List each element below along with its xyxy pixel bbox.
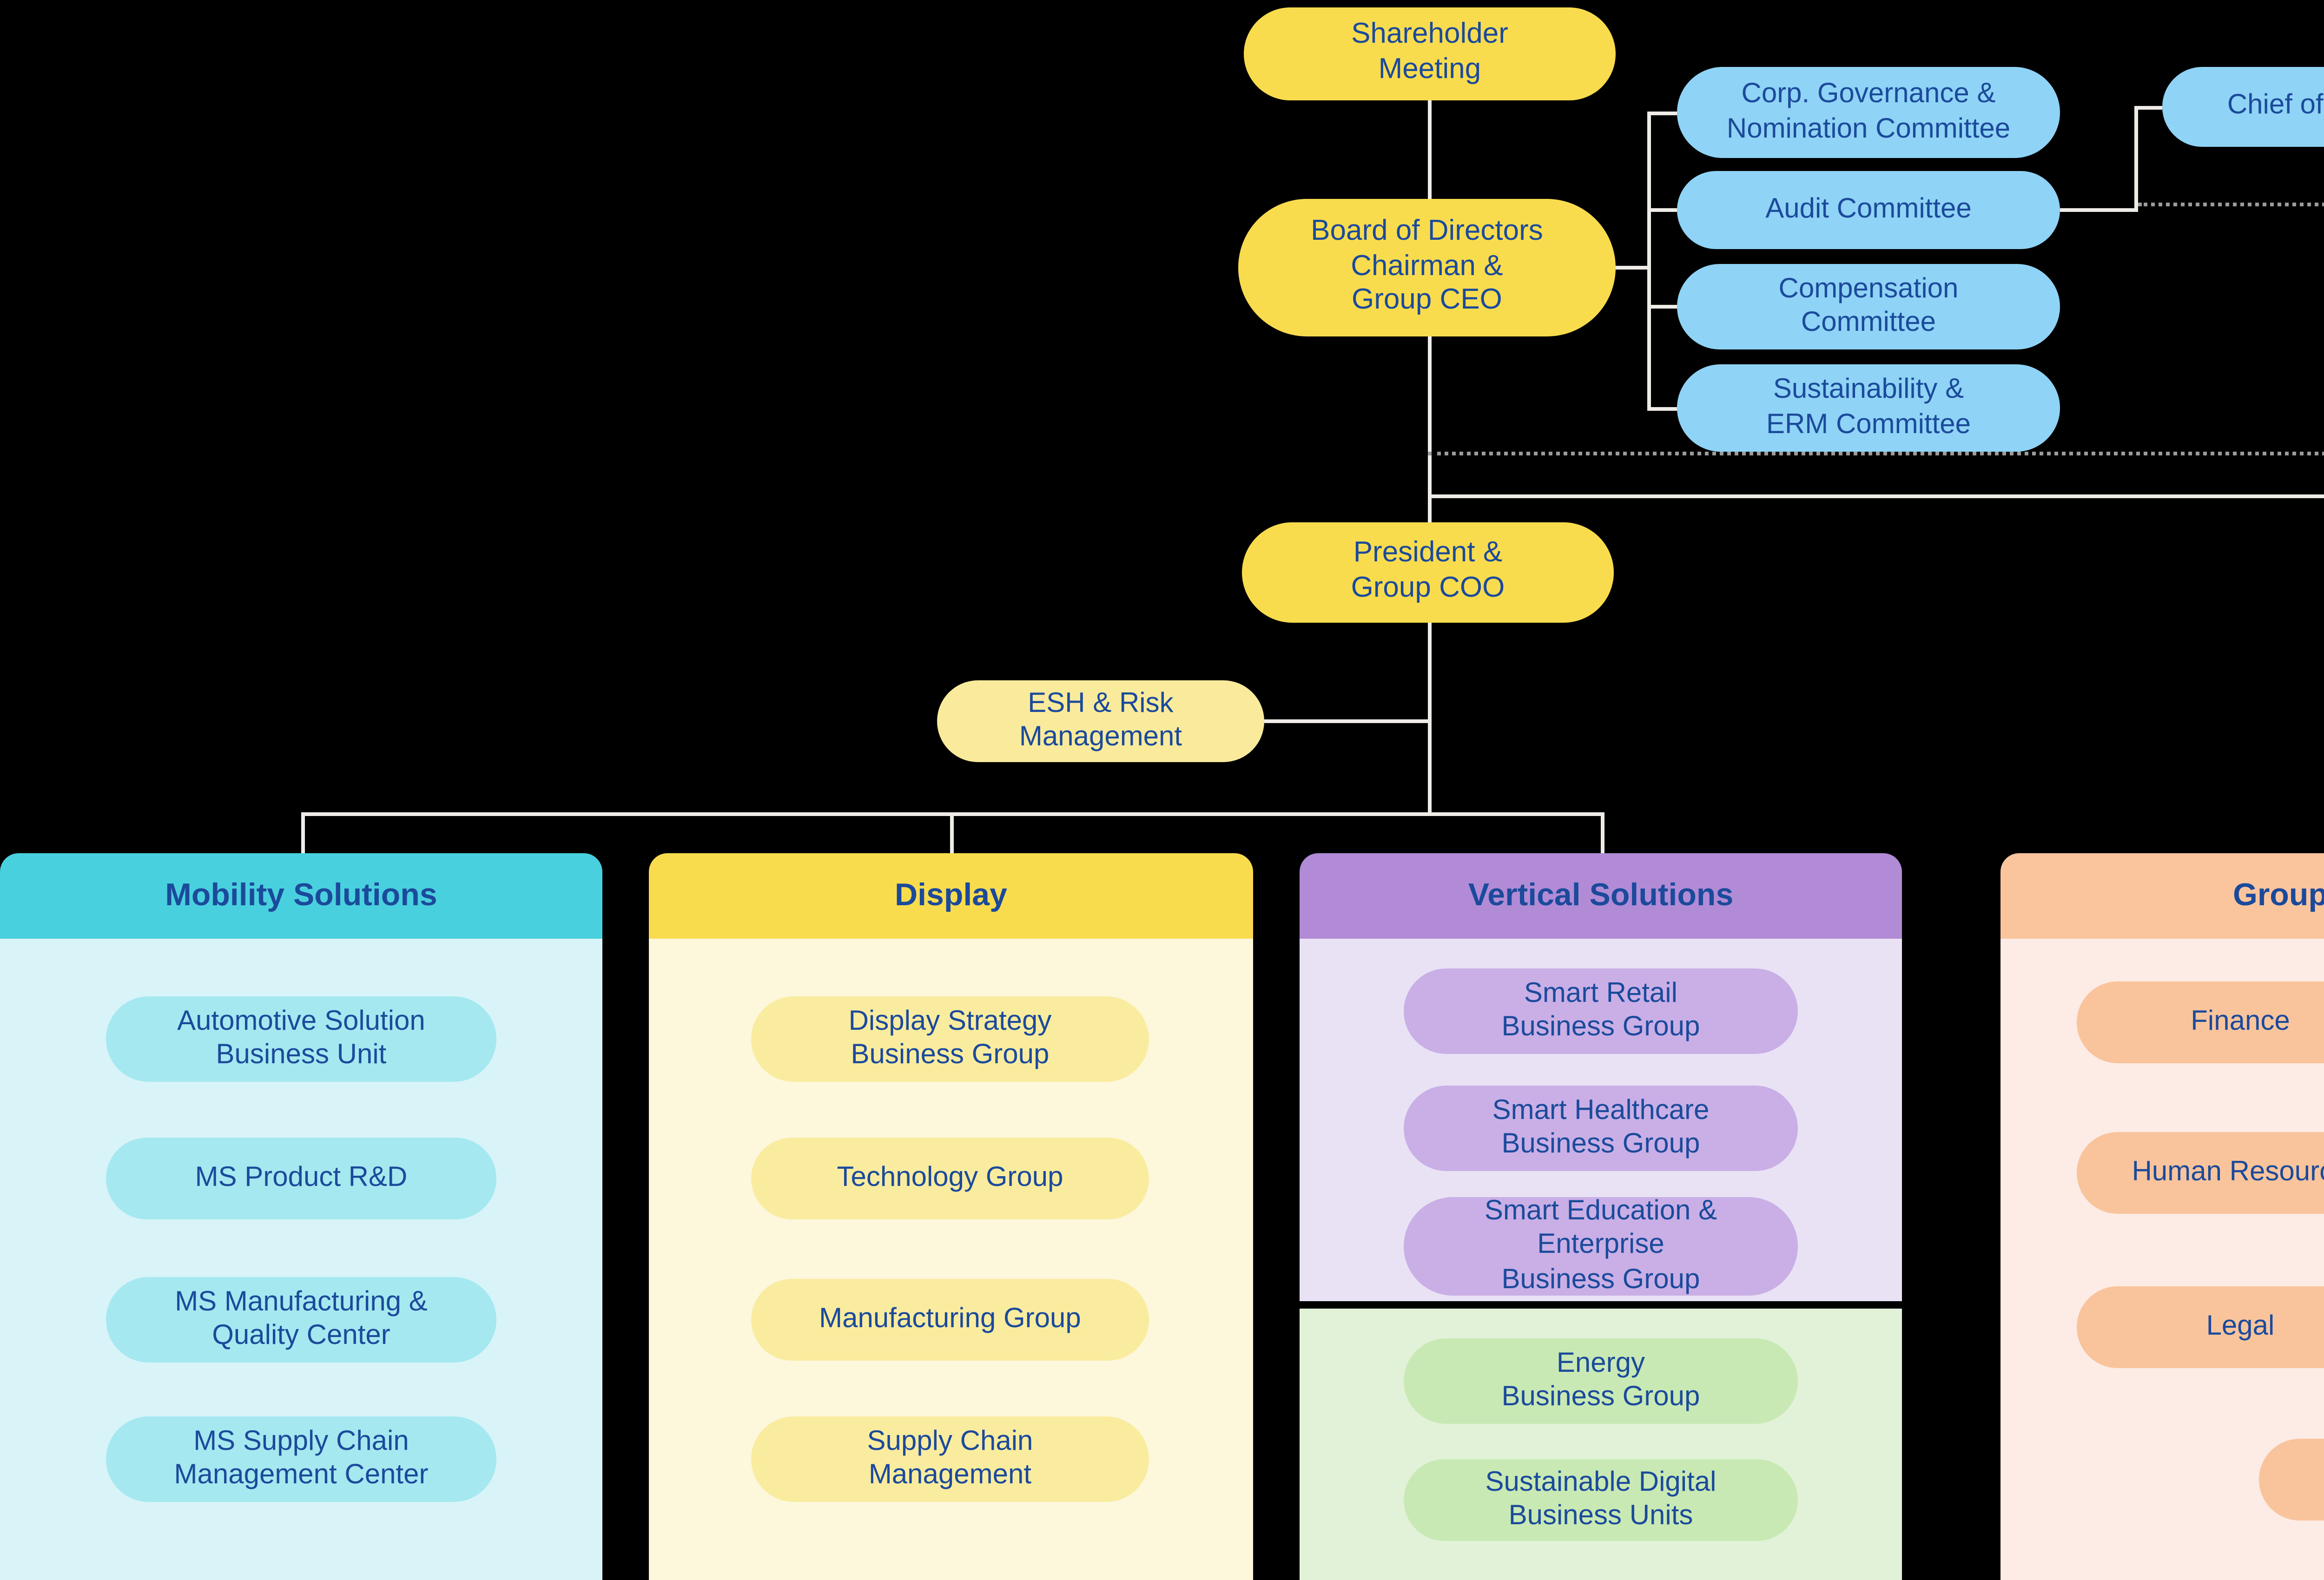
dept-item: Legal — [2077, 1286, 2324, 1368]
dept-item: Human Resource — [2077, 1132, 2324, 1214]
node-shareholder-meeting: Shareholder Meeting — [1244, 7, 1616, 100]
dept-infrastructure-header: Group Infrastructure Unit — [2000, 853, 2324, 939]
dotted-chief-to-trunk — [1428, 452, 2324, 455]
dept-item-label: MS Manufacturing & Quality Center — [175, 1285, 428, 1351]
node-committee-sustainability-erm: Sustainability & ERM Committee — [1677, 364, 2060, 452]
connector-committee-stub-4 — [1647, 407, 1677, 411]
dept-item-label: Energy Business Group — [1501, 1347, 1700, 1413]
node-committee-audit-label: Audit Committee — [1765, 193, 1972, 225]
dept-item-label: Manufacturing Group — [819, 1303, 1081, 1335]
dept-item: Sustainable Digital Business Units — [1404, 1459, 1798, 1541]
node-committee-sustainability-erm-label: Sustainability & ERM Committee — [1766, 374, 1971, 440]
dept-item-label: Technology Group — [837, 1161, 1063, 1193]
connector-committee-stub-1 — [1647, 112, 1677, 115]
connector-audit-chief-stub — [2134, 106, 2162, 110]
node-chief-of-compliance-label: Chief of Compliance — [2227, 90, 2324, 122]
dept-item: Smart Education & Enterprise Business Gr… — [1404, 1195, 1798, 1296]
dept-item: Auditing — [2259, 1439, 2324, 1521]
dept-item-label: Automotive Solution Business Unit — [177, 1005, 425, 1071]
node-chief-of-compliance: Chief of Compliance — [2162, 67, 2324, 147]
dept-display-header: Display — [649, 853, 1253, 939]
connector-audit-chief-v — [2134, 106, 2138, 212]
dept-display-title: Display — [895, 877, 1007, 913]
dept-item: Manufacturing Group — [751, 1279, 1149, 1361]
node-esh-risk-management: ESH & Risk Management — [937, 680, 1264, 762]
node-esh-risk-management-label: ESH & Risk Management — [1019, 687, 1182, 753]
dept-mobility-header: Mobility Solutions — [0, 853, 602, 939]
connector-board-president — [1428, 336, 1432, 522]
dept-item: Smart Healthcare Business Group — [1404, 1086, 1798, 1171]
dept-item-label: Display Strategy Business Group — [848, 1005, 1052, 1071]
dept-vertical-header: Vertical Solutions — [1300, 853, 1902, 939]
dept-item-label: Smart Healthcare Business Group — [1492, 1094, 1710, 1160]
dept-item-label: Human Resource — [2132, 1156, 2324, 1188]
connector-trunk-infra-h — [1428, 494, 2324, 498]
connector-shareholder-board — [1428, 100, 1432, 199]
dept-item-label: MS Supply Chain Management Center — [174, 1425, 429, 1491]
connector-committee-bracket — [1647, 112, 1651, 409]
dept-item: Smart Retail Business Group — [1404, 968, 1798, 1054]
node-committee-compensation-label: Compensation Committee — [1778, 272, 1959, 338]
dept-item: Display Strategy Business Group — [751, 996, 1149, 1082]
dept-item: Supply Chain Management — [751, 1416, 1149, 1502]
dept-vertical-title: Vertical Solutions — [1468, 877, 1734, 913]
node-shareholder-meeting-label: Shareholder Meeting — [1351, 19, 1508, 86]
node-president-group-coo: President & Group COO — [1242, 522, 1614, 623]
dept-item-label: Finance — [2191, 1005, 2290, 1037]
dept-item-label: Supply Chain Management — [867, 1425, 1033, 1491]
dept-item-label: Smart Education & Enterprise Business Gr… — [1484, 1195, 1717, 1295]
node-board-of-directors: Board of Directors Chairman & Group CEO — [1238, 199, 1616, 336]
node-board-of-directors-label: Board of Directors Chairman & Group CEO — [1311, 215, 1543, 317]
node-committee-compensation: Compensation Committee — [1677, 264, 2060, 349]
connector-drop-display — [950, 812, 954, 853]
dept-item: Technology Group — [751, 1138, 1149, 1219]
dept-mobility-title: Mobility Solutions — [165, 877, 437, 913]
connector-committee-stub-3 — [1647, 305, 1677, 309]
connector-committee-stub-2 — [1647, 208, 1677, 212]
dotted-audit-right-edge — [2138, 203, 2324, 206]
dept-item: MS Product R&D — [106, 1138, 496, 1219]
connector-drop-mobility — [301, 812, 305, 853]
dept-item: Energy Business Group — [1404, 1338, 1798, 1424]
dept-item: MS Supply Chain Management Center — [106, 1416, 496, 1502]
connector-president-depts — [1428, 623, 1432, 812]
dept-item-label: MS Product R&D — [195, 1161, 408, 1193]
connector-esh-trunk — [1264, 719, 1428, 723]
dept-item-label: Legal — [2206, 1310, 2275, 1342]
node-committee-audit: Audit Committee — [1677, 171, 2060, 249]
dept-item-label: Smart Retail Business Group — [1501, 977, 1700, 1043]
node-committee-governance-label: Corp. Governance & Nomination Committee — [1726, 78, 2011, 144]
dept-item: MS Manufacturing & Quality Center — [106, 1277, 496, 1363]
dept-item: Automotive Solution Business Unit — [106, 996, 496, 1082]
connector-audit-chief-h — [2060, 208, 2138, 212]
dept-item: Finance — [2077, 981, 2324, 1063]
connector-board-bracket — [1616, 266, 1647, 270]
dept-infrastructure-title: Group Infrastructure Unit — [2232, 877, 2324, 913]
dept-item-label: Sustainable Digital Business Units — [1485, 1466, 1717, 1532]
connector-drop-vertical — [1601, 812, 1604, 853]
node-president-group-coo-label: President & Group COO — [1351, 537, 1505, 604]
node-committee-governance: Corp. Governance & Nomination Committee — [1677, 67, 2060, 158]
